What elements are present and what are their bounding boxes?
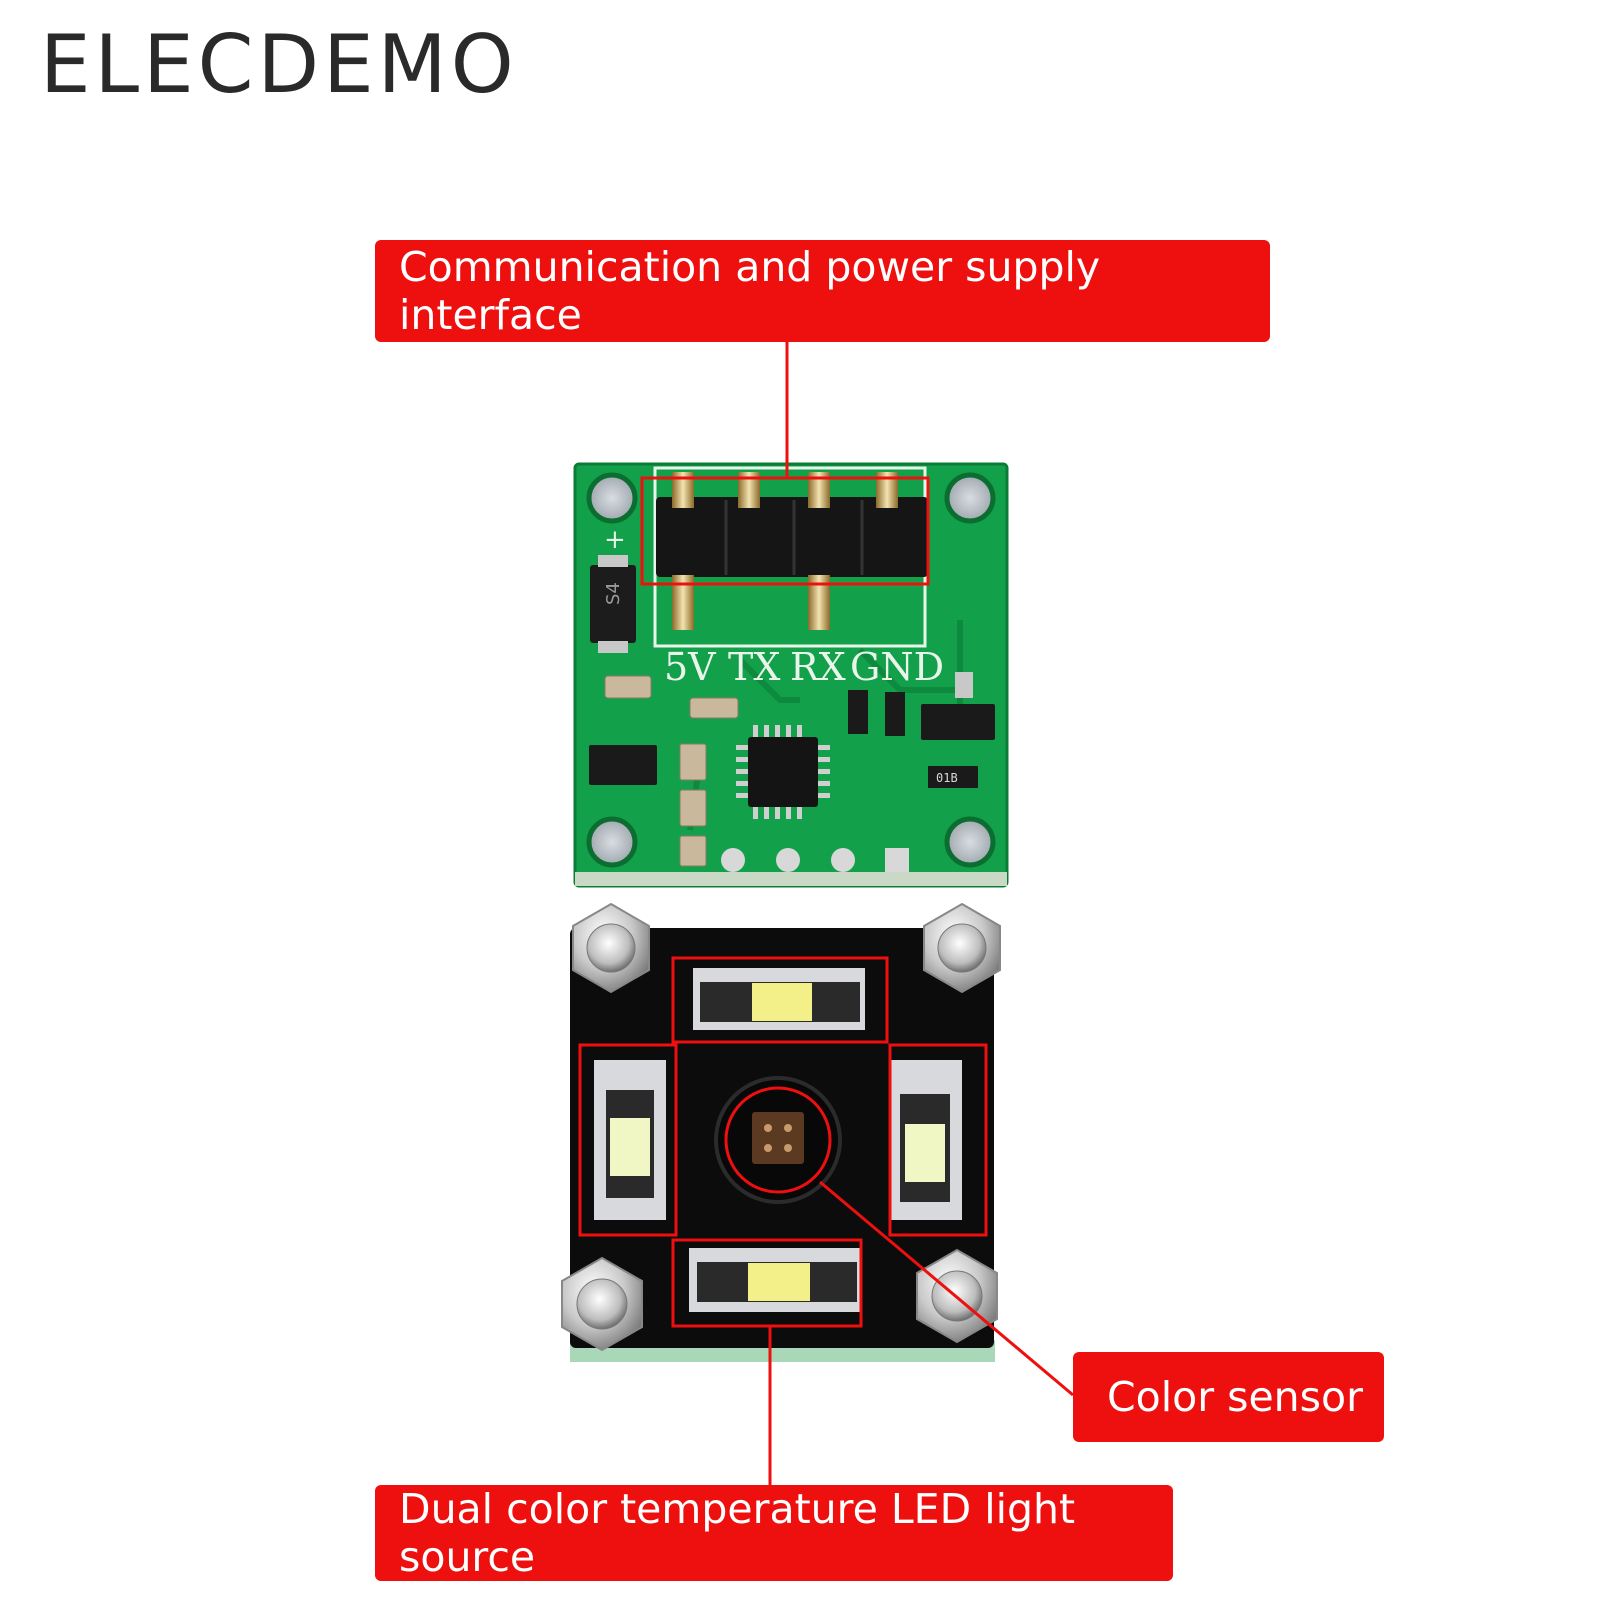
mounting-hole <box>944 816 996 868</box>
mounting-hole <box>586 816 638 868</box>
nut-bottom-left <box>561 1256 643 1352</box>
callout-sensor: Color sensor <box>1073 1352 1384 1442</box>
resistor <box>928 766 978 788</box>
sensor-highlight <box>724 1086 832 1194</box>
pin-label-gnd: GND <box>850 645 944 689</box>
led-right <box>890 1060 962 1220</box>
led-left <box>594 1060 666 1220</box>
callout-interface: Communication and power supply interface <box>375 240 1270 342</box>
capacitor <box>604 675 652 699</box>
transistor <box>589 745 657 785</box>
test-pad <box>831 848 855 872</box>
test-pad <box>776 848 800 872</box>
capacitor <box>679 835 707 867</box>
led-top <box>693 968 865 1030</box>
diode <box>590 565 636 643</box>
plus-mark: + <box>604 525 626 555</box>
callout-sensor-label: Color sensor <box>1107 1373 1363 1421</box>
pin-label-rx: RX <box>790 645 846 689</box>
resistor-mark: 01B <box>936 771 958 785</box>
green-pcb: 5V TX RX GND + S4 01B <box>573 462 1009 888</box>
callout-interface-label: Communication and power supply interface <box>399 243 1101 339</box>
callout-led-label: Dual color temperature LED light source <box>399 1485 1076 1581</box>
capacitor <box>689 697 739 719</box>
callout-led: Dual color temperature LED light source <box>375 1485 1173 1581</box>
pin-header <box>656 472 928 630</box>
resistor <box>885 692 905 736</box>
led-highlights <box>578 956 988 1328</box>
capacitor <box>679 789 707 827</box>
test-pad <box>721 848 745 872</box>
test-pad <box>885 848 909 872</box>
leader-line-sensor <box>819 1180 1074 1397</box>
pin-label-tx: TX <box>728 645 780 689</box>
pin-label-5v: 5V <box>664 645 716 689</box>
diode-mark: S4 <box>603 582 624 605</box>
transistor <box>921 704 995 740</box>
sensor-board <box>561 902 1001 1362</box>
color-sensor-chip <box>714 1076 842 1204</box>
capacitor <box>679 743 707 781</box>
led-bottom <box>689 1248 861 1312</box>
nut-top-left <box>572 902 650 994</box>
mounting-hole <box>944 472 996 524</box>
interface-highlight <box>640 476 930 586</box>
brand-logo: ELECDEMO <box>40 18 518 111</box>
nut-top-right <box>923 902 1001 994</box>
mcu-chip <box>736 725 830 819</box>
resistor <box>848 690 868 734</box>
mounting-hole <box>586 472 638 524</box>
